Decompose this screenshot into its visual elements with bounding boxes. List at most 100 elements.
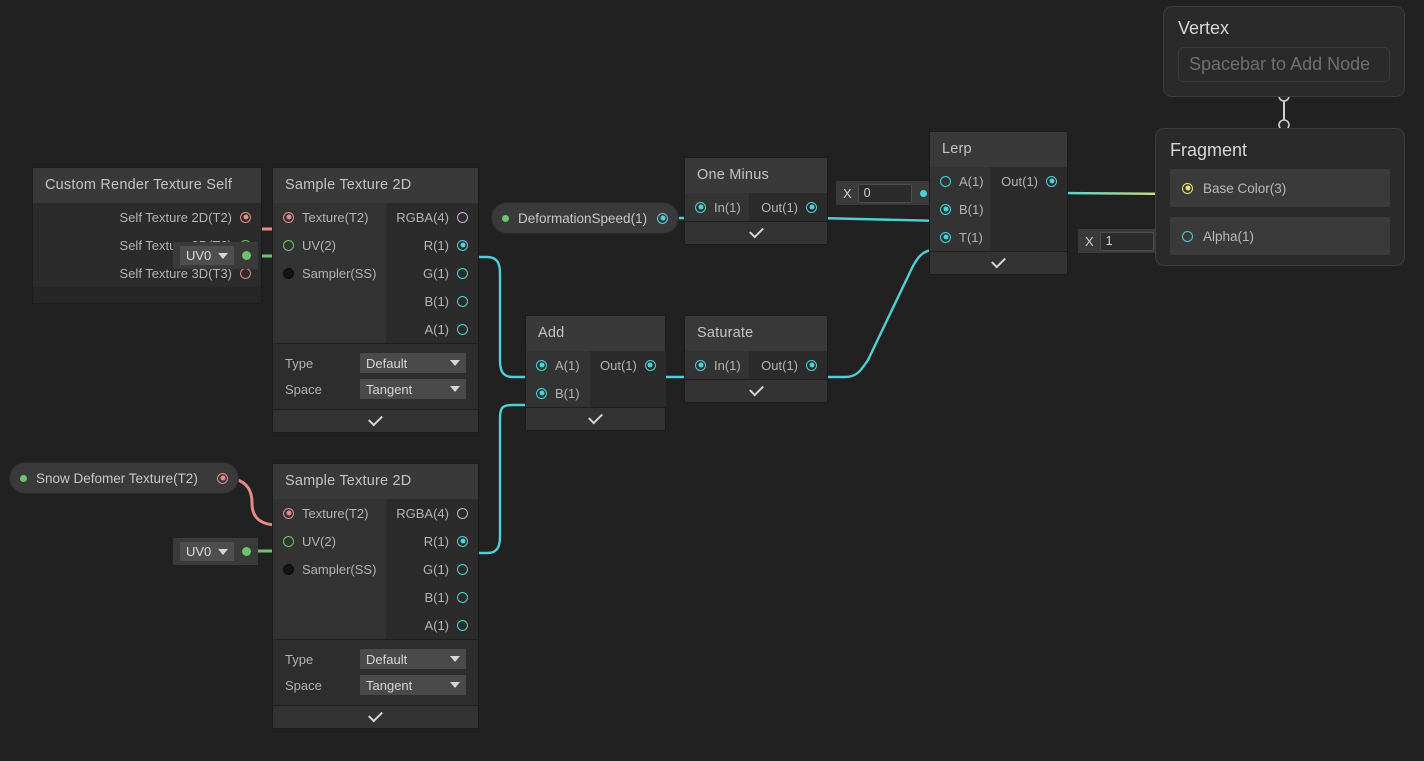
property-node-snow-deformer-texture[interactable]: Snow Defomer Texture(T2)	[10, 463, 238, 493]
block-alpha[interactable]: Alpha(1)	[1170, 217, 1390, 255]
output-port-out[interactable]: Out(1)	[990, 167, 1067, 195]
port-dot-b[interactable]	[457, 295, 468, 307]
setting-type[interactable]: Type Default	[273, 350, 478, 376]
output-port-b[interactable]: B(1)	[386, 287, 478, 315]
input-port-b[interactable]: B(1)	[526, 379, 590, 407]
port-dot-b[interactable]	[536, 387, 547, 399]
node-expander[interactable]	[273, 409, 478, 432]
input-port-texture[interactable]: Texture(T2)	[273, 499, 386, 527]
node-expander[interactable]	[930, 251, 1067, 274]
port-dot-texture2d[interactable]	[240, 211, 251, 223]
output-port-g[interactable]: G(1)	[386, 259, 478, 287]
context-fragment[interactable]: Fragment Base Color(3) Alpha(1)	[1155, 128, 1405, 266]
context-vertex[interactable]: Vertex Spacebar to Add Node	[1163, 6, 1405, 97]
uv-dropdown-select[interactable]: UV0	[180, 246, 235, 265]
uv-dropdown-output-dot[interactable]	[242, 251, 252, 260]
node-sample-texture-2d-top[interactable]: Sample Texture 2D Texture(T2) UV(2) Samp…	[273, 168, 478, 432]
port-dot-g[interactable]	[457, 267, 468, 279]
space-dropdown[interactable]: Tangent	[360, 675, 466, 695]
node-expander[interactable]	[685, 379, 827, 402]
node-custom-render-texture-self[interactable]: Custom Render Texture Self Self Texture …	[33, 168, 261, 303]
output-port-rgba[interactable]: RGBA(4)	[386, 499, 478, 527]
node-add[interactable]: Add A(1) B(1) Out(1)	[526, 316, 666, 430]
port-dot-rgba[interactable]	[457, 507, 468, 519]
port-dot-in[interactable]	[695, 359, 706, 371]
port-dot-out[interactable]	[1046, 175, 1057, 187]
input-port-a[interactable]: A(1)	[930, 167, 990, 195]
type-dropdown[interactable]: Default	[360, 353, 466, 373]
value-field-input[interactable]: 1	[1099, 231, 1154, 251]
output-port-out[interactable]: Out(1)	[749, 351, 827, 379]
port-dot-texture-out[interactable]	[217, 472, 228, 484]
port-dot-g[interactable]	[457, 563, 468, 575]
setting-space[interactable]: Space Tangent	[273, 672, 478, 698]
input-port-in[interactable]: In(1)	[685, 193, 749, 221]
node-expander[interactable]	[273, 705, 478, 728]
port-dot-uv[interactable]	[283, 239, 294, 251]
port-dot-base-color[interactable]	[1182, 182, 1193, 194]
port-dot-a[interactable]	[457, 323, 468, 335]
port-dot-r[interactable]	[457, 535, 468, 547]
node-saturate[interactable]: Saturate In(1) Out(1)	[685, 316, 827, 402]
uv-dropdown-output-dot[interactable]	[242, 547, 252, 556]
port-dot-texture3d[interactable]	[240, 267, 251, 279]
input-port-t[interactable]: T(1)	[930, 223, 990, 251]
port-dot-out[interactable]	[806, 359, 817, 371]
port-dot-r[interactable]	[457, 239, 468, 251]
output-port-a[interactable]: A(1)	[386, 611, 478, 639]
node-lerp[interactable]: Lerp A(1) B(1) T(1) Out(1)	[930, 132, 1067, 274]
node-expander[interactable]	[685, 221, 827, 244]
node-expander[interactable]	[526, 407, 665, 430]
vertex-add-node-placeholder[interactable]: Spacebar to Add Node	[1178, 47, 1390, 82]
output-port-rgba[interactable]: RGBA(4)	[386, 203, 478, 231]
output-port-out[interactable]: Out(1)	[749, 193, 827, 221]
input-port-uv[interactable]: UV(2)	[273, 527, 386, 555]
port-dot-float-out[interactable]	[657, 212, 668, 224]
setting-type[interactable]: Type Default	[273, 646, 478, 672]
output-port-r[interactable]: R(1)	[386, 231, 478, 259]
port-dot-a[interactable]	[536, 359, 547, 371]
node-sample-texture-2d-bottom[interactable]: Sample Texture 2D Texture(T2) UV(2) Samp…	[273, 464, 478, 728]
output-port-r[interactable]: R(1)	[386, 527, 478, 555]
node-one-minus[interactable]: One Minus In(1) Out(1)	[685, 158, 827, 244]
input-port-sampler[interactable]: Sampler(SS)	[273, 555, 386, 583]
input-port-in[interactable]: In(1)	[685, 351, 749, 379]
port-dot-sampler[interactable]	[283, 563, 294, 575]
value-field-output-dot[interactable]	[919, 189, 927, 197]
output-port-a[interactable]: A(1)	[386, 315, 478, 343]
input-port-uv[interactable]: UV(2)	[273, 231, 386, 259]
uv-channel-dropdown-top[interactable]: UV0	[173, 242, 259, 269]
port-dot-t[interactable]	[940, 231, 951, 243]
port-dot-b[interactable]	[940, 203, 951, 215]
input-port-texture[interactable]: Texture(T2)	[273, 203, 386, 231]
output-port-b[interactable]: B(1)	[386, 583, 478, 611]
port-dot-a[interactable]	[940, 175, 951, 187]
port-dot-texture[interactable]	[283, 507, 294, 519]
input-port-a[interactable]: A(1)	[526, 351, 590, 379]
port-dot-alpha[interactable]	[1182, 230, 1193, 242]
port-dot-b[interactable]	[457, 591, 468, 603]
port-dot-rgba[interactable]	[457, 211, 468, 223]
port-dot-texture[interactable]	[283, 211, 294, 223]
block-base-color[interactable]: Base Color(3)	[1170, 169, 1390, 207]
uv-channel-dropdown-bottom[interactable]: UV0	[173, 538, 259, 565]
space-dropdown[interactable]: Tangent	[360, 379, 466, 399]
port-dot-sampler[interactable]	[283, 267, 294, 279]
port-dot-a[interactable]	[457, 619, 468, 631]
value-field-lerp-a[interactable]: X 0	[836, 181, 934, 205]
port-dot-out[interactable]	[644, 359, 656, 371]
port-dot-out[interactable]	[806, 201, 817, 213]
port-dot-uv[interactable]	[283, 535, 294, 547]
property-node-deformation-speed[interactable]: DeformationSpeed(1)	[492, 203, 678, 233]
setting-space[interactable]: Space Tangent	[273, 376, 478, 402]
type-dropdown[interactable]: Default	[360, 649, 466, 669]
output-port-g[interactable]: G(1)	[386, 555, 478, 583]
port-dot-in[interactable]	[695, 201, 706, 213]
value-field-input[interactable]: 0	[857, 183, 912, 203]
input-port-sampler[interactable]: Sampler(SS)	[273, 259, 386, 287]
output-port-self-texture-2d[interactable]: Self Texture 2D(T2)	[33, 203, 261, 231]
input-port-b[interactable]: B(1)	[930, 195, 990, 223]
output-port-out[interactable]: Out(1)	[590, 351, 666, 379]
uv-dropdown-select[interactable]: UV0	[180, 542, 235, 561]
